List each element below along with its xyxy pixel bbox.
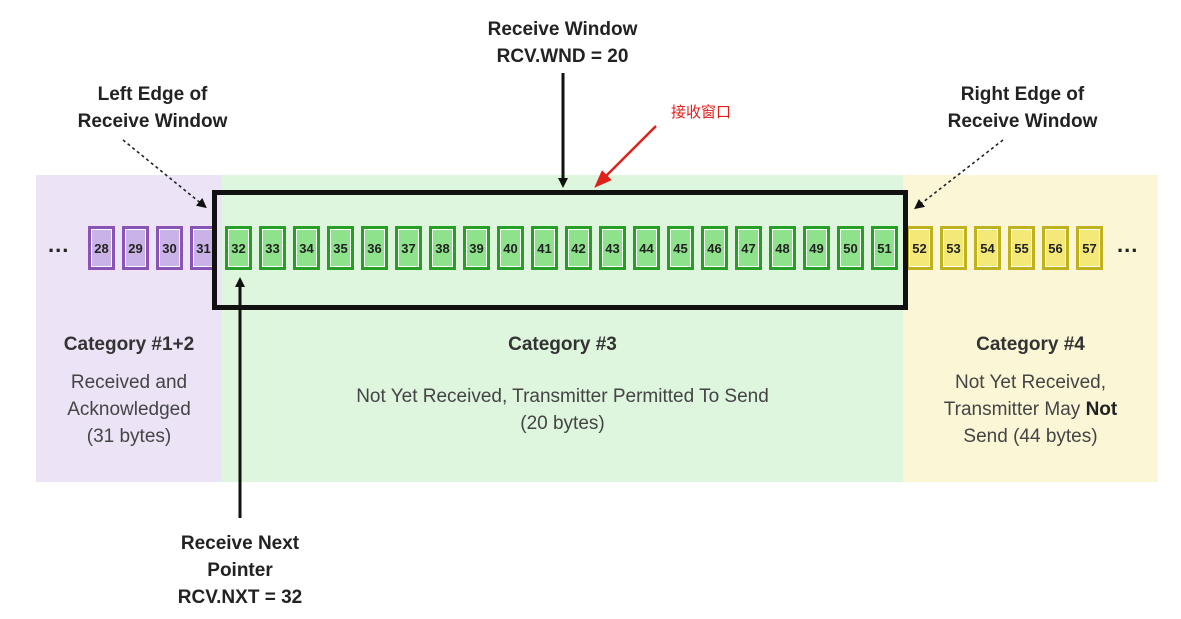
category-3-line2: (20 bytes) bbox=[520, 413, 605, 434]
byte-number: 39 bbox=[467, 230, 486, 266]
byte-cell-30: 30 bbox=[156, 226, 183, 270]
byte-cell-45: 45 bbox=[667, 226, 694, 270]
category-1-2-line1: Received and bbox=[70, 372, 188, 393]
category-1-2-text: Category #1+2 Received and Acknowledged … bbox=[36, 334, 222, 450]
receive-window-box bbox=[212, 190, 908, 310]
byte-cell-34: 34 bbox=[293, 226, 320, 270]
byte-number: 55 bbox=[1012, 230, 1031, 266]
byte-cell-56: 56 bbox=[1042, 226, 1069, 270]
category-4-line2: Transmitter May Not bbox=[903, 396, 1158, 423]
byte-number: 53 bbox=[944, 230, 963, 266]
byte-number: 56 bbox=[1046, 230, 1065, 266]
category-4-title: Category #4 bbox=[976, 334, 1085, 355]
byte-number: 30 bbox=[160, 230, 179, 266]
left-edge-label: Left Edge of Receive Window bbox=[40, 81, 265, 135]
byte-number: 57 bbox=[1080, 230, 1099, 266]
byte-number: 50 bbox=[841, 230, 860, 266]
receive-window-label-line2: RCV.WND = 20 bbox=[496, 46, 629, 67]
category-4-line2-text: Transmitter May bbox=[943, 399, 1086, 420]
byte-cell-48: 48 bbox=[769, 226, 796, 270]
receive-window-label-line1: Receive Window bbox=[487, 19, 638, 40]
left-edge-arrow bbox=[122, 139, 207, 209]
byte-cell-32: 32 bbox=[225, 226, 252, 270]
right-edge-label-line1: Right Edge of bbox=[960, 84, 1085, 105]
byte-cell-36: 36 bbox=[361, 226, 388, 270]
byte-cell-41: 41 bbox=[531, 226, 558, 270]
category-3-line1: Not Yet Received, Transmitter Permitted … bbox=[356, 386, 769, 407]
category-1-2-line3: (31 bytes) bbox=[86, 426, 172, 447]
byte-number: 49 bbox=[807, 230, 826, 266]
byte-cell-39: 39 bbox=[463, 226, 490, 270]
byte-cell-42: 42 bbox=[565, 226, 592, 270]
byte-number: 51 bbox=[875, 230, 894, 266]
category-3-text: Category #3 Not Yet Received, Transmitte… bbox=[222, 334, 903, 437]
byte-number: 54 bbox=[978, 230, 997, 266]
byte-number: 40 bbox=[501, 230, 520, 266]
category-4-not-emphasis: Not bbox=[1085, 399, 1118, 420]
next-pointer-label-line1: Receive Next bbox=[180, 533, 300, 554]
category-4-text: Category #4 Not Yet Received, Transmitte… bbox=[903, 334, 1158, 450]
byte-number: 28 bbox=[92, 230, 111, 266]
annotation-red-arrow bbox=[594, 125, 657, 188]
byte-cell-40: 40 bbox=[497, 226, 524, 270]
byte-cell-43: 43 bbox=[599, 226, 626, 270]
byte-cell-53: 53 bbox=[940, 226, 967, 270]
category-1-2-line2: Acknowledged bbox=[67, 399, 191, 420]
byte-number: 32 bbox=[229, 230, 248, 266]
byte-cell-55: 55 bbox=[1008, 226, 1035, 270]
byte-number: 33 bbox=[263, 230, 282, 266]
byte-number: 31 bbox=[194, 230, 213, 266]
byte-cell-50: 50 bbox=[837, 226, 864, 270]
byte-number: 29 bbox=[126, 230, 145, 266]
byte-number: 45 bbox=[671, 230, 690, 266]
left-edge-label-line1: Left Edge of bbox=[97, 84, 208, 105]
next-pointer-label-line3: RCV.NXT = 32 bbox=[177, 587, 303, 608]
byte-cell-54: 54 bbox=[974, 226, 1001, 270]
category-1-2-title: Category #1+2 bbox=[63, 334, 195, 355]
leading-ellipsis: ... bbox=[48, 232, 70, 257]
right-edge-label-line2: Receive Window bbox=[947, 111, 1098, 132]
next-pointer-label-line2: Pointer bbox=[207, 560, 273, 581]
byte-number: 34 bbox=[297, 230, 316, 266]
byte-cell-28: 28 bbox=[88, 226, 115, 270]
byte-number: 48 bbox=[773, 230, 792, 266]
byte-cell-35: 35 bbox=[327, 226, 354, 270]
byte-number: 42 bbox=[569, 230, 588, 266]
byte-number: 46 bbox=[705, 230, 724, 266]
trailing-ellipsis: ... bbox=[1117, 232, 1139, 257]
byte-cell-57: 57 bbox=[1076, 226, 1103, 270]
category-4-line1: Not Yet Received, bbox=[954, 372, 1107, 393]
byte-number: 35 bbox=[331, 230, 350, 266]
byte-number: 43 bbox=[603, 230, 622, 266]
receive-window-annotation: 接收窗口 bbox=[671, 103, 732, 121]
byte-number: 41 bbox=[535, 230, 554, 266]
byte-cell-29: 29 bbox=[122, 226, 149, 270]
byte-cell-38: 38 bbox=[429, 226, 456, 270]
right-edge-arrow bbox=[914, 139, 1004, 210]
byte-number: 52 bbox=[910, 230, 929, 266]
next-pointer-label: Receive Next Pointer RCV.NXT = 32 bbox=[130, 530, 350, 611]
receive-window-label: Receive Window RCV.WND = 20 bbox=[440, 16, 685, 70]
byte-number: 36 bbox=[365, 230, 384, 266]
right-edge-label: Right Edge of Receive Window bbox=[910, 81, 1135, 135]
byte-cell-51: 51 bbox=[871, 226, 898, 270]
byte-number: 47 bbox=[739, 230, 758, 266]
byte-number: 38 bbox=[433, 230, 452, 266]
byte-cell-47: 47 bbox=[735, 226, 762, 270]
byte-cell-33: 33 bbox=[259, 226, 286, 270]
byte-cell-37: 37 bbox=[395, 226, 422, 270]
byte-cell-46: 46 bbox=[701, 226, 728, 270]
byte-number: 44 bbox=[637, 230, 656, 266]
byte-cell-49: 49 bbox=[803, 226, 830, 270]
byte-number: 37 bbox=[399, 230, 418, 266]
byte-cell-44: 44 bbox=[633, 226, 660, 270]
category-3-title: Category #3 bbox=[508, 334, 617, 355]
category-4-line3: Send (44 bytes) bbox=[963, 426, 1098, 447]
left-edge-label-line2: Receive Window bbox=[77, 111, 228, 132]
